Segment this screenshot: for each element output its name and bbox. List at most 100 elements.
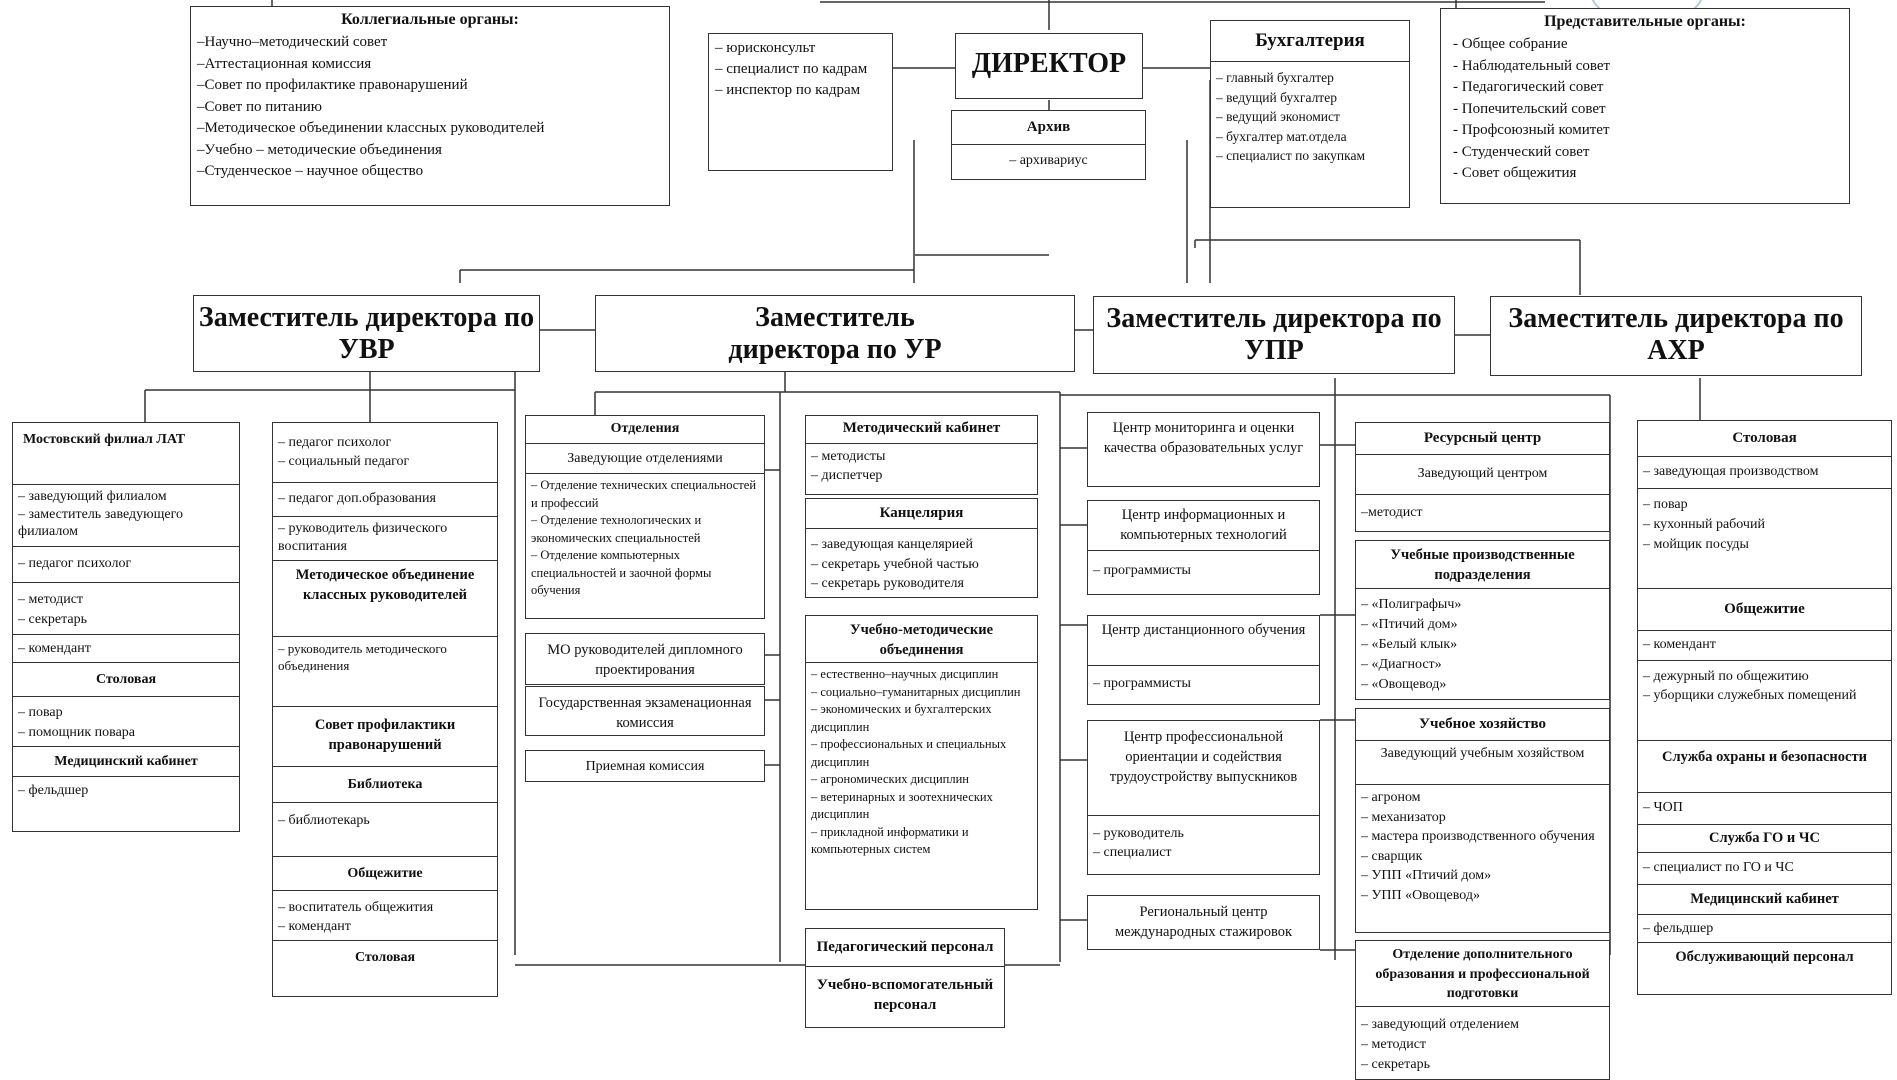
aux-staff-title: Учебно-вспомогательный персонал: [816, 977, 994, 1013]
uvr-column-box: – педагог психолог – социальный педагог …: [272, 422, 498, 997]
ahr-column-box: Столовая – заведующая производством – по…: [1637, 420, 1892, 995]
staff-box: Педагогический персонал Учебно-вспомогат…: [805, 928, 1005, 1028]
departments-title: Отделения: [526, 416, 764, 444]
admission-title: Приемная комиссия: [585, 759, 705, 774]
office-title: Канцелярия: [806, 499, 1037, 529]
moscow-methodist: – методист – секретарь: [13, 583, 239, 635]
director-box: ДИРЕКТОР: [955, 33, 1143, 99]
moscow-branch-staff: – заведующий филиалом – заместитель заве…: [13, 485, 239, 547]
monitoring-center-box: Центр мониторинга и оценки качества обра…: [1087, 412, 1320, 487]
training-farm-head: Заведующий учебным хозяйством: [1356, 741, 1609, 785]
representative-items: - Общее собрание - Наблюдательный совет …: [1453, 36, 1611, 181]
deputy-ur-box: Заместитель директора по УР: [595, 295, 1075, 372]
moscow-branch-title: Мостовский филиал ЛАТ: [13, 423, 239, 485]
ahr-security-title: Служба охраны и безопасности: [1638, 741, 1891, 793]
collegial-items: –Научно–методический совет –Аттестационн…: [197, 34, 545, 179]
archive-box: Архив – архивариус: [951, 110, 1146, 180]
collegial-title: Коллегиальные органы:: [341, 11, 519, 28]
moscow-medical-staff: – фельдшер: [18, 783, 89, 798]
deputy-upr-box: Заместитель директора по УПР: [1093, 296, 1455, 374]
ahr-dorm-title: Общежитие: [1638, 589, 1891, 631]
uvr-mo-title: Методическое объединение классных руково…: [273, 561, 497, 637]
additional-edu-box: Отделение дополнительного образования и …: [1355, 940, 1610, 1080]
accounting-title: Бухгалтерия: [1211, 21, 1409, 62]
career-center-items: – руководитель – специалист: [1093, 826, 1184, 860]
distance-center-items: – программисты: [1093, 676, 1191, 691]
representative-title: Представительные органы:: [1544, 13, 1746, 30]
production-units-title: Учебные производственные подразделения: [1356, 541, 1609, 589]
resource-center-title: Ресурсный центр: [1356, 423, 1609, 455]
uvr-mo-head: – руководитель методического объединения: [273, 637, 497, 707]
accounting-box: Бухгалтерия – главный бухгалтер – ведущи…: [1210, 20, 1410, 208]
ahr-canteen-head: – заведующая производством: [1638, 457, 1891, 489]
distance-center-title: Центр дистанционного обучения: [1088, 616, 1319, 666]
deputy-ur-title: Заместитель директора по УР: [728, 302, 942, 365]
uvr-psychologists: – педагог психолог – социальный педагог: [273, 423, 497, 483]
moscow-canteen-staff: – повар – помощник повара: [13, 697, 239, 747]
distance-center-box: Центр дистанционного обучения – программ…: [1087, 615, 1320, 705]
career-center-title: Центр профессиональной ориентации и соде…: [1088, 721, 1319, 816]
resource-center-items: –методист: [1361, 505, 1423, 520]
uvr-physical-edu: – руководитель физического воспитания: [273, 517, 497, 561]
admission-box: Приемная комиссия: [525, 750, 765, 782]
departments-items: – Отделение технических специальностей и…: [531, 478, 757, 597]
it-center-box: Центр информационных и компьютерных техн…: [1087, 500, 1320, 595]
resource-center-box: Ресурсный центр Заведующий центром –мето…: [1355, 422, 1610, 532]
deputy-upr-title: Заместитель директора по УПР: [1106, 303, 1442, 366]
resource-center-head: Заведующий центром: [1356, 455, 1609, 495]
method-cabinet-items: – методисты – диспетчер: [811, 449, 886, 483]
collegial-bodies-box: Коллегиальные органы: –Научно–методическ…: [190, 6, 670, 206]
uvr-additional-edu: – педагог доп.образования: [273, 483, 497, 517]
gek-title: Государственная экзаменационная комиссия: [538, 695, 752, 731]
departments-heads: Заведующие отделениями: [526, 444, 764, 474]
it-center-items: – программисты: [1093, 563, 1191, 578]
production-units-items: – «Полиграфыч» – «Птичий дом» – «Белый к…: [1361, 597, 1462, 692]
regional-center-title: Региональный центр международных стажиро…: [1115, 904, 1292, 940]
deputy-ahr-title: Заместитель директора по АХР: [1508, 303, 1844, 366]
office-box: Канцелярия – заведующая канцелярией – се…: [805, 498, 1038, 598]
umo-title: Учебно-методические объединения: [806, 616, 1037, 663]
ahr-dorm-staff: – дежурный по общежитию – уборщики служе…: [1638, 661, 1891, 741]
deputy-uvr-title: Заместитель директора по УВР: [198, 302, 535, 365]
umo-items: – естественно–научных дисциплин – социал…: [811, 667, 1021, 856]
ahr-canteen-title: Столовая: [1638, 421, 1891, 457]
deputy-ahr-box: Заместитель директора по АХР: [1490, 296, 1862, 376]
uvr-canteen-title: Столовая: [354, 950, 416, 965]
ahr-go-title: Служба ГО и ЧС: [1638, 825, 1891, 853]
accounting-items: – главный бухгалтер – ведущий бухгалтер …: [1216, 70, 1366, 163]
ahr-medical-staff: – фельдшер: [1638, 915, 1891, 943]
representative-bodies-box: Представительные органы: - Общее собрани…: [1440, 8, 1850, 204]
archive-items: – архивариус: [1009, 153, 1088, 168]
moscow-branch-box: Мостовский филиал ЛАТ – заведующий филиа…: [12, 422, 240, 832]
departments-box: Отделения Заведующие отделениями – Отдел…: [525, 415, 765, 619]
training-farm-items: – агроном – механизатор – мастера произв…: [1361, 790, 1595, 903]
ped-staff-title: Педагогический персонал: [806, 929, 1004, 967]
umo-box: Учебно-методические объединения – естест…: [805, 615, 1038, 910]
regional-center-box: Региональный центр международных стажиро…: [1087, 895, 1320, 950]
ahr-service-title: Обслуживающий персонал: [1675, 949, 1854, 965]
moscow-canteen-title: Столовая: [13, 663, 239, 697]
legal-hr-items: – юрисконсульт – специалист по кадрам – …: [715, 40, 868, 98]
method-cabinet-title: Методический кабинет: [806, 416, 1037, 444]
mo-diploma-box: МО руководителей дипломного проектирован…: [525, 633, 765, 685]
ahr-go-staff: – специалист по ГО и ЧС: [1638, 853, 1891, 885]
additional-edu-items: – заведующий отделением – методист – сек…: [1361, 1017, 1519, 1072]
ahr-dorm-commandant: – комендант: [1638, 631, 1891, 661]
deputy-uvr-box: Заместитель директора по УВР: [193, 295, 540, 372]
it-center-title: Центр информационных и компьютерных техн…: [1088, 501, 1319, 551]
moscow-psychologist: – педагог психолог: [13, 547, 239, 583]
uvr-library-title: Библиотека: [273, 767, 497, 803]
training-farm-title: Учебное хозяйство: [1356, 709, 1609, 741]
monitoring-center-title: Центр мониторинга и оценки качества обра…: [1103, 420, 1304, 456]
uvr-dorm-staff: – воспитатель общежития – комендант: [273, 891, 497, 941]
office-items: – заведующая канцелярией – секретарь уче…: [811, 537, 979, 591]
production-units-box: Учебные производственные подразделения –…: [1355, 540, 1610, 700]
moscow-commandant: – комендант: [13, 635, 239, 663]
archive-title: Архив: [952, 111, 1145, 145]
gek-box: Государственная экзаменационная комиссия: [525, 686, 765, 736]
additional-edu-title: Отделение дополнительного образования и …: [1356, 941, 1609, 1007]
uvr-dorm-title: Общежитие: [273, 857, 497, 891]
method-cabinet-box: Методический кабинет – методисты – диспе…: [805, 415, 1038, 495]
legal-hr-box: – юрисконсульт – специалист по кадрам – …: [708, 33, 893, 171]
